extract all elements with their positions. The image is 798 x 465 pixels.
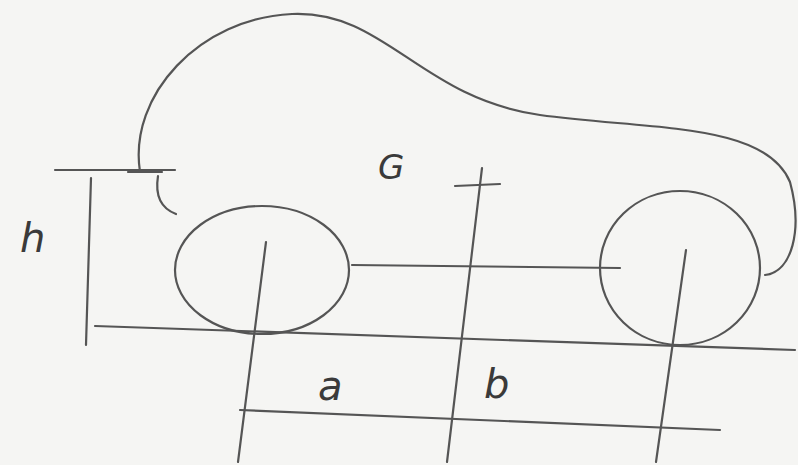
car-body: [139, 14, 796, 275]
height-tick: [55, 169, 175, 171]
height-label: h: [20, 218, 45, 258]
rear-axle-line: [656, 250, 686, 462]
height-dimension: [86, 178, 91, 345]
wheelbase-dimension: [240, 410, 720, 430]
car-front-edge: [128, 172, 176, 214]
distance-label: b: [484, 364, 509, 404]
rear-wheel: [600, 191, 760, 345]
distance-label: a: [318, 366, 343, 406]
front-axle-line: [238, 242, 266, 462]
sill-line: [352, 265, 620, 268]
cog-mark: [455, 184, 500, 186]
cog-label: G: [378, 150, 404, 184]
ground-line: [95, 326, 795, 350]
